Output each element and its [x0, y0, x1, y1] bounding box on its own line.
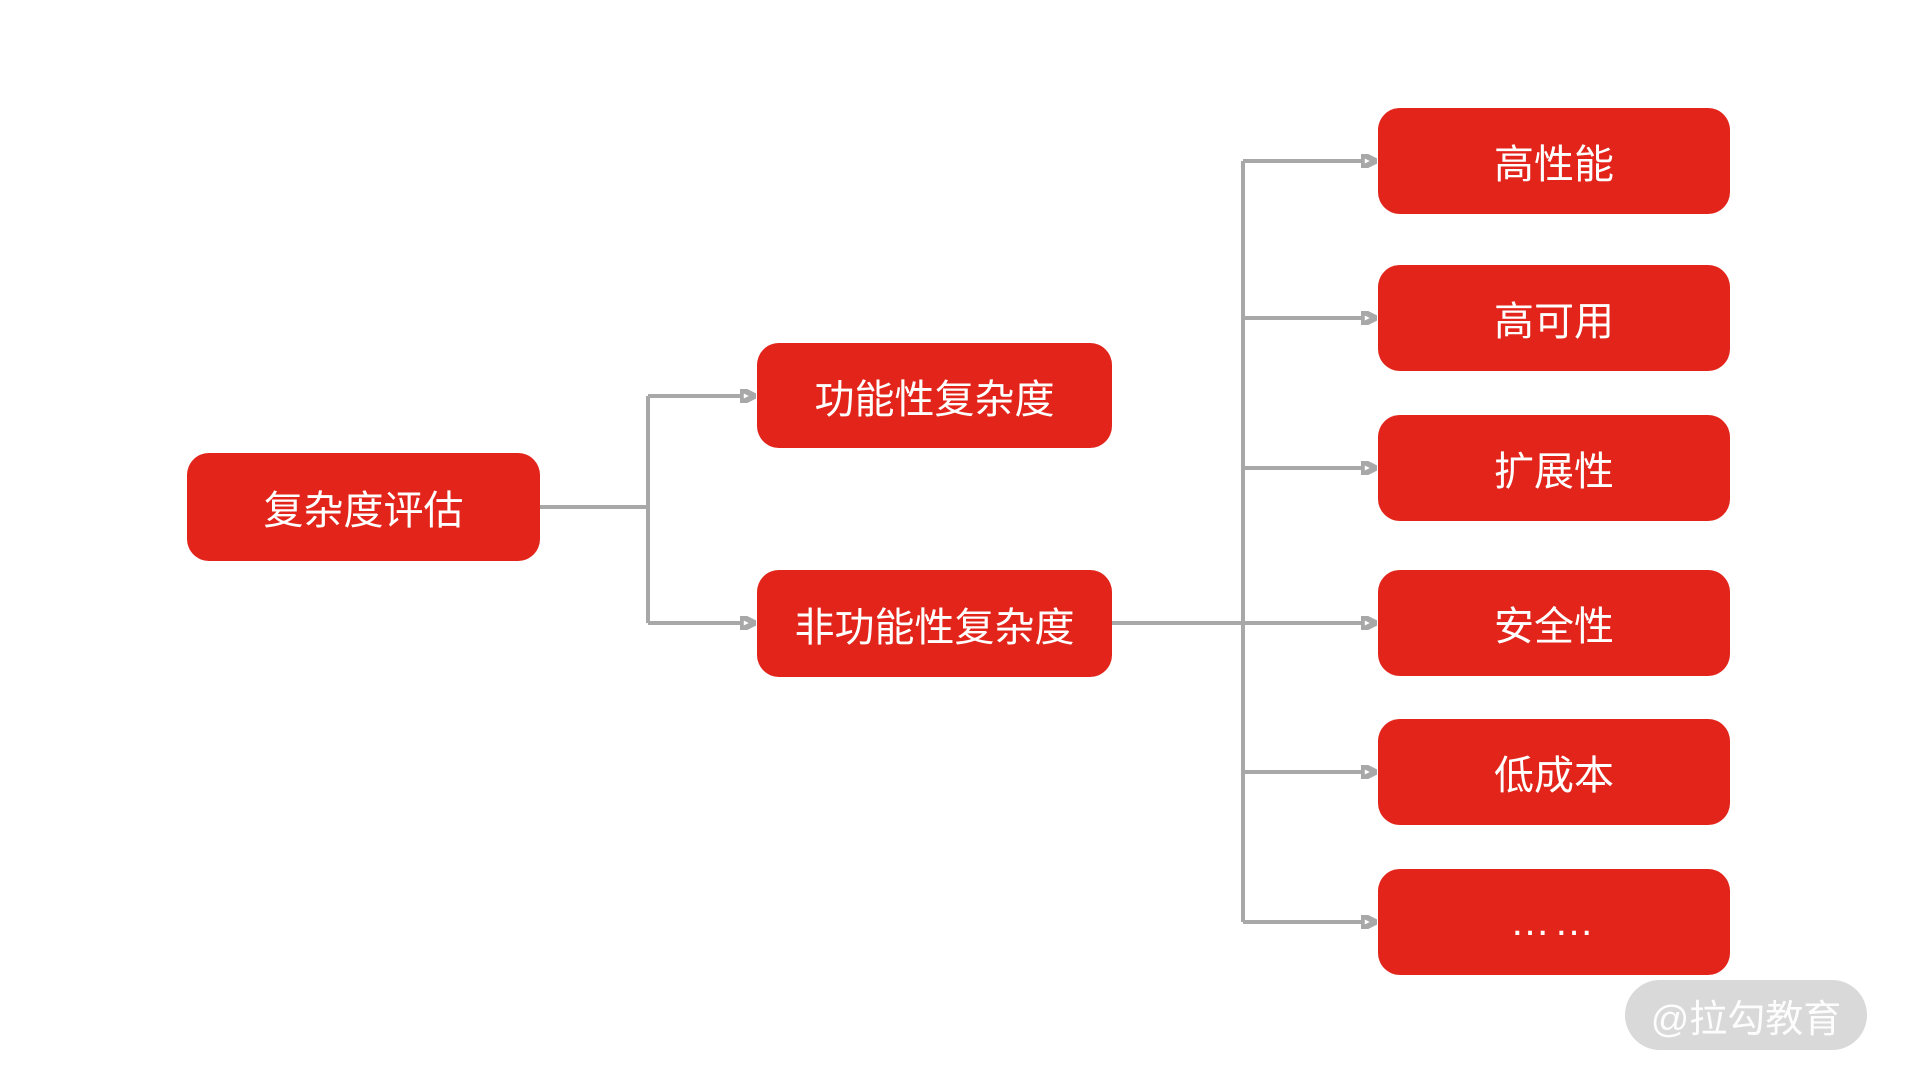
node-label: 安全性 — [1494, 605, 1614, 649]
node-ellipsis: …… — [1378, 869, 1730, 975]
node-label: …… — [1510, 899, 1598, 944]
node-low-cost: 低成本 — [1378, 719, 1730, 825]
node-label: 复杂度评估 — [263, 489, 464, 533]
node-high-availability: 高可用 — [1378, 265, 1730, 371]
node-functional-complexity: 功能性复杂度 — [757, 343, 1112, 448]
watermark-label: @拉勾教育 — [1650, 998, 1842, 1041]
node-scalability: 扩展性 — [1378, 415, 1730, 521]
watermark-badge: @拉勾教育 — [1625, 980, 1867, 1050]
node-label: 非功能性复杂度 — [794, 605, 1075, 650]
node-non-functional-complexity: 非功能性复杂度 — [757, 570, 1112, 677]
node-high-performance: 高性能 — [1378, 108, 1730, 214]
node-label: 高可用 — [1494, 300, 1614, 344]
node-label: 高性能 — [1494, 143, 1614, 187]
node-label: 扩展性 — [1494, 450, 1614, 494]
node-complexity-assessment: 复杂度评估 — [187, 453, 540, 561]
node-label: 功能性复杂度 — [814, 377, 1055, 422]
node-security: 安全性 — [1378, 570, 1730, 676]
node-label: 低成本 — [1494, 754, 1614, 798]
